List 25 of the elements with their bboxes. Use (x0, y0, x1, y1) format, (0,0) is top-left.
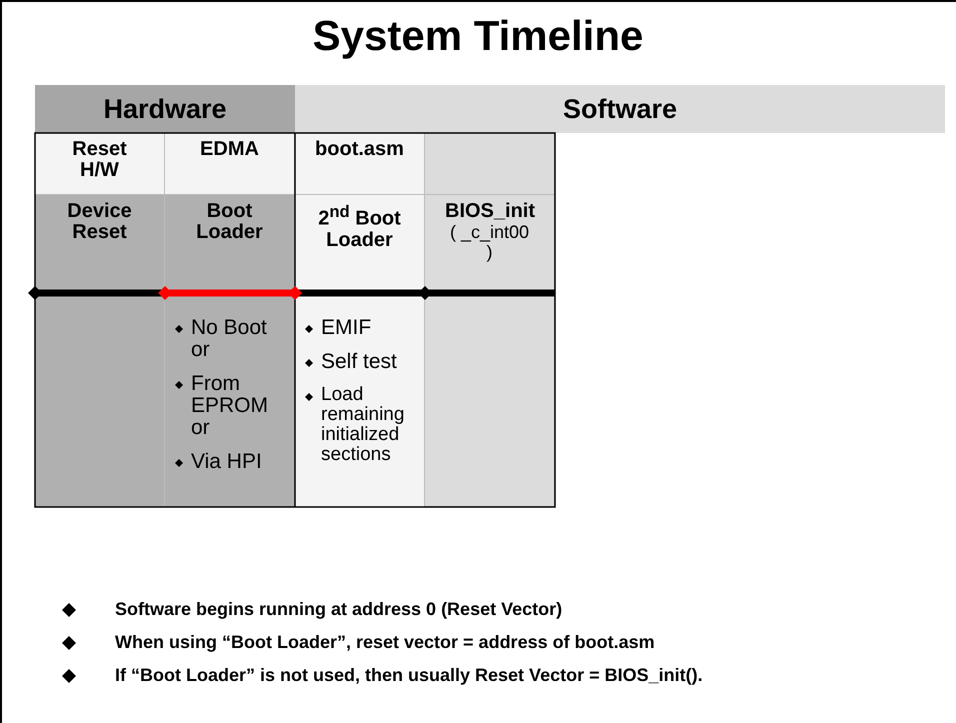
cell-heading: boot.asm (315, 139, 404, 160)
band-heading: Hardware (103, 94, 227, 124)
note-text: When using “Boot Loader”, reset vector = address of boot.asm (115, 632, 655, 653)
bullet-item: From EPROM or (165, 373, 290, 439)
bullet-item: Self test (295, 351, 420, 373)
bullet-item: Via HPI (165, 451, 290, 473)
cell-heading: Boot Loader (195, 201, 264, 243)
table-cell (165, 133, 295, 195)
header-band (295, 85, 945, 133)
note-text: Software begins running at address 0 (Reset Vector) (115, 599, 562, 620)
table-cell (35, 133, 165, 195)
cell-heading: BIOS_init (445, 201, 534, 222)
cell-subtext: ( _c_int00 ) (448, 222, 530, 262)
note-text: If “Boot Loader” is not used, then usually Reset Vector = BIOS_init(). (115, 665, 703, 686)
band-heading: Software (562, 94, 678, 124)
bullet-item: Load remaining initialized sections (295, 385, 420, 465)
title: System Timeline (312, 12, 644, 60)
cell-heading: Device Reset (66, 201, 133, 243)
cell-heading: 2$^{nd}$ Boot Loader (317, 201, 402, 251)
table-cell (295, 133, 425, 195)
cell-heading: EDMA (199, 139, 260, 160)
cell-heading: Reset H/W (71, 139, 128, 181)
header-band (35, 85, 295, 133)
bullet-item: No Boot or (165, 317, 290, 361)
bullet-item: EMIF (295, 317, 420, 339)
